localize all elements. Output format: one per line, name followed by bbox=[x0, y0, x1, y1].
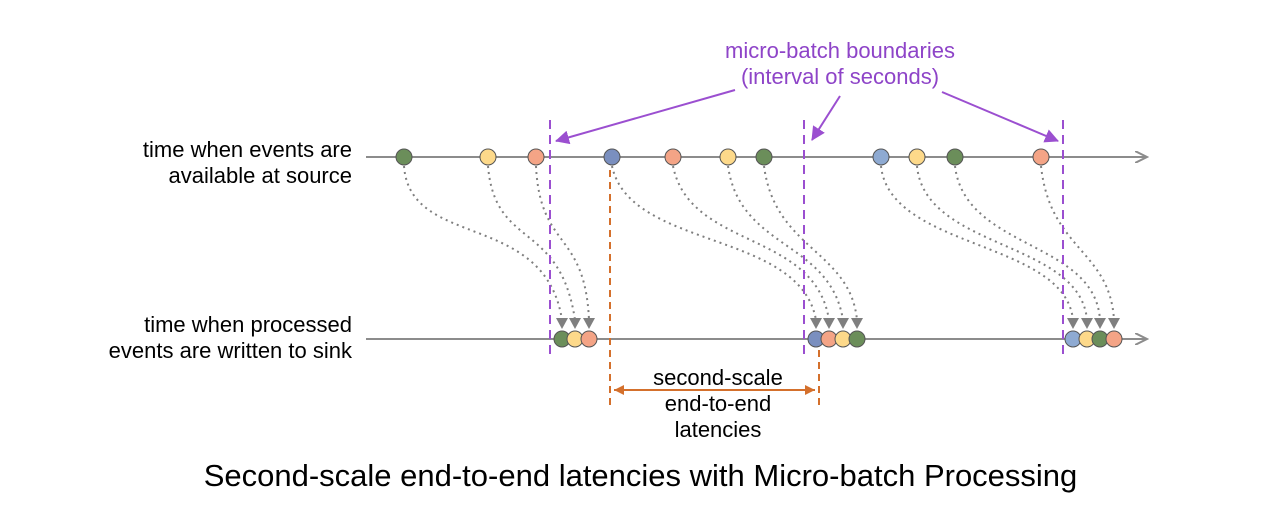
circle-event-icon bbox=[1105, 330, 1123, 348]
source-label-line-2: available at source bbox=[168, 163, 352, 188]
circle-event-icon bbox=[908, 148, 926, 166]
boundary-label-line-2: (interval of seconds) bbox=[740, 64, 940, 89]
boundary-label: micro-batch boundaries (interval of seco… bbox=[690, 38, 990, 90]
sink-axis-label: time when processed events are written t… bbox=[20, 312, 352, 364]
circle-event-icon bbox=[580, 330, 598, 348]
event-paths bbox=[403, 165, 1115, 321]
boundary-pointer-arrows bbox=[555, 89, 1059, 145]
circle-event-icon bbox=[527, 148, 545, 166]
circle-event-icon bbox=[1032, 148, 1050, 166]
sink-events bbox=[553, 330, 1123, 348]
micro-batch-boundaries bbox=[549, 120, 1064, 360]
circle-event-icon bbox=[946, 148, 964, 166]
latency-label-line-2: end-to-end bbox=[664, 391, 772, 416]
source-label-line-1: time when events are bbox=[142, 137, 352, 162]
circle-event-icon bbox=[479, 148, 497, 166]
boundary-label-line-1: micro-batch boundaries bbox=[725, 38, 955, 63]
circle-event-icon bbox=[872, 148, 890, 166]
latency-label: second-scale end-to-end latencies bbox=[618, 365, 818, 443]
sink-label-line-1: time when processed bbox=[144, 312, 352, 337]
latency-label-line-1: second-scale bbox=[653, 365, 783, 390]
circle-event-icon bbox=[848, 330, 866, 348]
latency-label-line-3: latencies bbox=[674, 417, 762, 442]
circle-event-icon bbox=[395, 148, 413, 166]
circle-event-icon bbox=[719, 148, 737, 166]
circle-event-icon bbox=[664, 148, 682, 166]
diagram-caption: Second-scale end-to-end latencies with M… bbox=[203, 458, 1078, 493]
arrowhead-icon bbox=[556, 318, 1120, 329]
circle-event-icon bbox=[755, 148, 773, 166]
latency-span bbox=[609, 170, 820, 405]
sink-label-line-2: events are written to sink bbox=[108, 338, 352, 363]
circle-event-icon bbox=[603, 148, 621, 166]
source-events bbox=[395, 148, 1050, 166]
source-axis-label: time when events are available at source bbox=[40, 137, 352, 189]
